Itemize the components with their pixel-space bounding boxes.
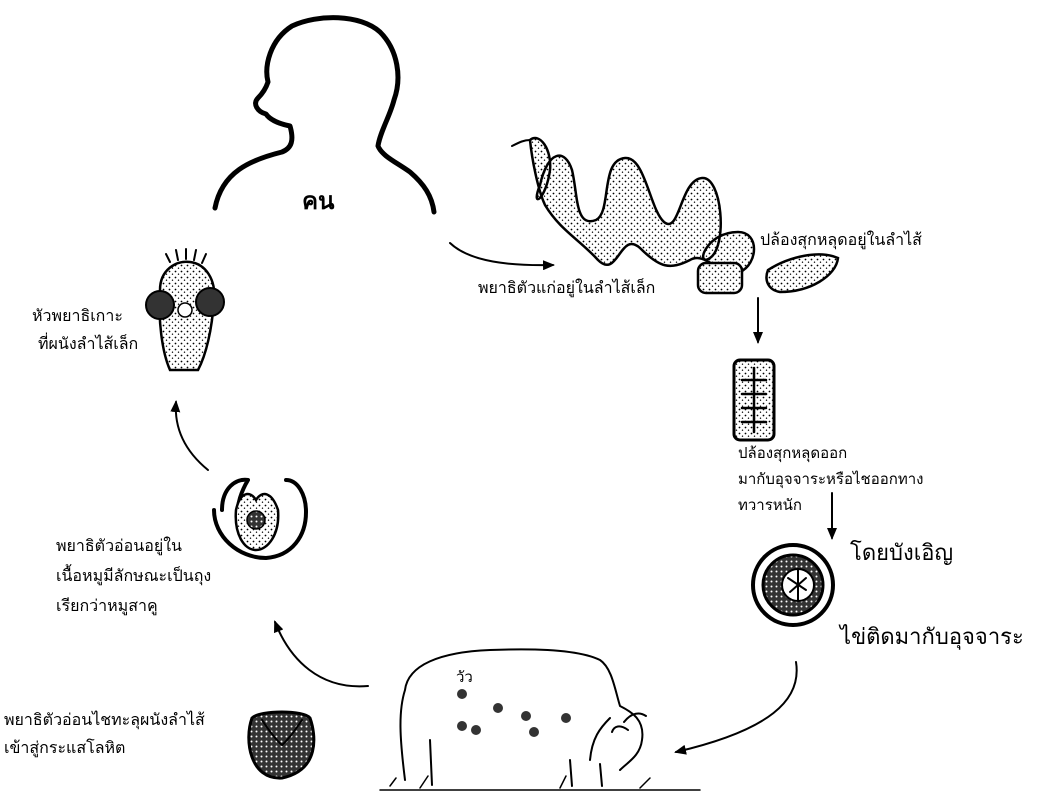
label-human: คน: [302, 187, 335, 215]
arrow-human-to-worm: [449, 242, 555, 271]
label-segment-out-1: ปล้องสุกหลุดออก: [738, 444, 848, 462]
cow: [379, 648, 701, 791]
arrow-cyst-to-scolex: [170, 400, 209, 471]
label-cyst-3: เรียกว่าหมูสาคู: [56, 596, 158, 615]
arrow-egg-to-cow: [674, 661, 798, 755]
label-cyst-2: เนื้อหมูมีลักษณะเป็นถุง: [56, 566, 212, 585]
label-segments-in-intestine: ปล้องสุกหลุดอยู่ในลำไส้: [760, 230, 922, 249]
label-larva-bore-1: พยาธิตัวอ่อนไชทะลุผนังลำไส้: [4, 710, 205, 729]
label-egg-with-feces: ไข่ติดมากับอุจจาระ: [840, 625, 1024, 650]
label-accident: โดยบังเอิญ: [850, 541, 954, 566]
adult-tapeworm: [511, 136, 840, 295]
human-silhouette: [212, 15, 437, 215]
label-larva-bore-2: เข้าสู่กระแสโลหิต: [4, 738, 126, 757]
label-segment-out-3: ทวารหนัก: [738, 496, 803, 514]
scolex: [145, 248, 225, 372]
cysticercus: [212, 477, 308, 560]
label-cyst-1: พยาธิตัวอ่อนอยู่ใน: [56, 536, 182, 555]
label-segment-out-2: มากับอุจจาระหรือไชออกทาง: [738, 470, 924, 488]
egg: [751, 543, 835, 627]
arrow-cow-to-cyst: [274, 620, 369, 688]
label-scolex-1: หัวพยาธิเกาะ: [32, 306, 123, 325]
label-cow: วัว: [456, 668, 473, 686]
label-scolex-2: ที่ผนังลำไส้เล็ก: [38, 334, 139, 353]
mature-segment: [732, 358, 776, 442]
larva-oncosphere: [247, 710, 316, 780]
label-adult-worm: พยาธิตัวแก่อยู่ในลำไส้เล็ก: [478, 278, 656, 297]
